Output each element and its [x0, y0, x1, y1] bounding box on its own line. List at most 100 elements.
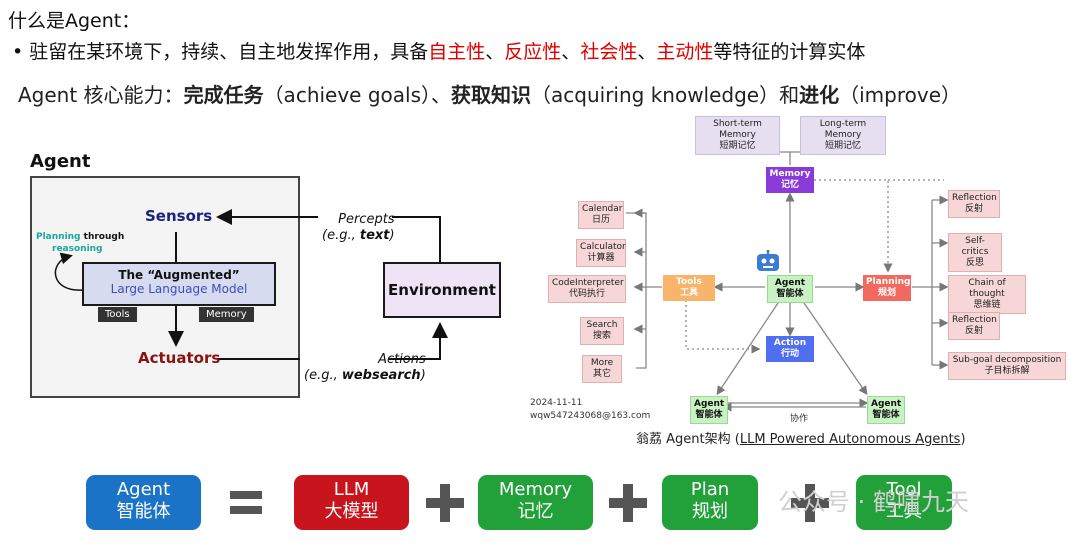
node-en: Reflection — [952, 193, 997, 203]
formula-en: Plan — [690, 479, 730, 500]
actions-eg-c: ) — [420, 368, 426, 383]
percepts-eg-b: text — [359, 228, 390, 243]
node-zh: 搜索 — [592, 331, 611, 341]
formula-zh: 工具 — [886, 501, 922, 522]
percepts-text: Percepts — [338, 212, 395, 227]
node-zh: 智能体 — [872, 410, 900, 420]
cap-acquire: 获取知识 — [451, 83, 532, 107]
formula-zh: 规划 — [692, 501, 728, 522]
augmented-llm-box: The “Augmented” Large Language Model — [82, 262, 276, 306]
planning-word: Planning — [36, 232, 81, 242]
llm-line1: The “Augmented” — [118, 268, 240, 282]
node-en: Long-term Memory — [819, 119, 867, 140]
node-en: Search — [586, 320, 618, 330]
node-en: Chain of thought — [968, 278, 1006, 299]
plus-operator — [426, 484, 464, 522]
cap-achieve-en: （achieve goals）、 — [263, 83, 452, 107]
agent-diagram-label: Agent — [30, 151, 91, 172]
node-en: CodeInterpreter — [552, 278, 624, 288]
plus-operator — [609, 484, 647, 522]
node-zh: 其它 — [592, 369, 611, 379]
node-en: Calendar — [582, 204, 623, 214]
node-zh: 记忆 — [780, 180, 799, 190]
trait-reactivity: 反应性 — [504, 41, 562, 63]
bullet-prefix: • 驻留在某环境下，持续、自主地发挥作用，具备 — [12, 41, 429, 63]
separator: 、 — [637, 41, 657, 63]
cap-improve-en: （improve） — [839, 83, 962, 107]
formula-en: Tool — [886, 479, 922, 500]
node-zh: 日历 — [591, 215, 610, 225]
node-zh: 思维链 — [973, 300, 1001, 310]
node-zh: 行动 — [780, 349, 799, 359]
node-en: Action — [773, 338, 807, 348]
node-zh: 智能体 — [776, 289, 804, 299]
cap-achieve: 完成任务 — [183, 83, 264, 107]
cap-acquire-en: （acquiring knowledge）和 — [531, 83, 800, 107]
node-zh: 智能体 — [695, 410, 723, 420]
trait-proactivity: 主动性 — [656, 41, 714, 63]
formula-en: Agent — [116, 479, 171, 500]
figure-caption: 翁荔 Agent架构 (LLM Powered Autonomous Agent… — [636, 428, 966, 447]
node-zh: 短期记忆 — [824, 141, 861, 151]
node-zh: 计算器 — [587, 253, 615, 263]
node-en: Memory — [769, 169, 811, 179]
formula-en: Memory — [498, 479, 573, 500]
formula-en: LLM — [333, 479, 370, 500]
node-zh: 反射 — [964, 326, 983, 336]
plus-operator — [791, 484, 829, 522]
caption-link[interactable]: LLM Powered Autonomous Agents — [739, 432, 961, 447]
caption-prefix: 翁荔 Agent架构 ( — [636, 432, 740, 447]
node-zh: 反射 — [964, 204, 983, 214]
planning-loop-arrow — [54, 252, 83, 291]
percepts-label: Percepts (e.g., text) — [322, 212, 395, 244]
node-en: Planning — [866, 277, 911, 287]
node-en: Agent — [774, 278, 806, 288]
node-zh: 规划 — [877, 288, 896, 298]
node-zh: 工具 — [679, 288, 698, 298]
environment-box: Environment — [383, 262, 501, 318]
formula-zh: 记忆 — [517, 501, 554, 522]
node-en: Agent — [871, 399, 902, 409]
memory-tag: Memory — [199, 307, 254, 322]
separator: 、 — [561, 41, 581, 63]
cap-improve: 进化 — [799, 83, 840, 107]
meta-date: 2024-11-11 — [530, 398, 583, 408]
equals-operator — [230, 491, 262, 514]
planning-through: through — [80, 232, 125, 242]
actions-text: Actions — [378, 352, 426, 367]
node-zh: 反思 — [965, 258, 984, 268]
formula-zh: 智能体 — [116, 501, 171, 522]
page-title: 什么是Agent： — [8, 10, 141, 32]
node-en: Short-term Memory — [713, 119, 762, 140]
meta-info: 2024-11-11 wqw547243068@163.com — [530, 397, 650, 423]
node-zh: 子目标拆解 — [984, 366, 1030, 376]
node-en: Calculator — [580, 242, 626, 252]
env-percepts-line — [392, 216, 441, 262]
capab-prefix: Agent 核心能力： — [18, 83, 184, 107]
sensors-label: Sensors — [145, 207, 213, 225]
actions-label: Actions (e.g., websearch) — [304, 352, 426, 384]
planning-label: Planning through reasoning — [36, 231, 124, 255]
actions-eg-a: (e.g., — [304, 368, 342, 383]
bullet-suffix: 等特征的计算实体 — [713, 41, 866, 63]
trait-sociality: 社会性 — [580, 41, 638, 63]
node-en: Reflection — [952, 315, 997, 325]
actions-env-arrow — [388, 322, 448, 360]
